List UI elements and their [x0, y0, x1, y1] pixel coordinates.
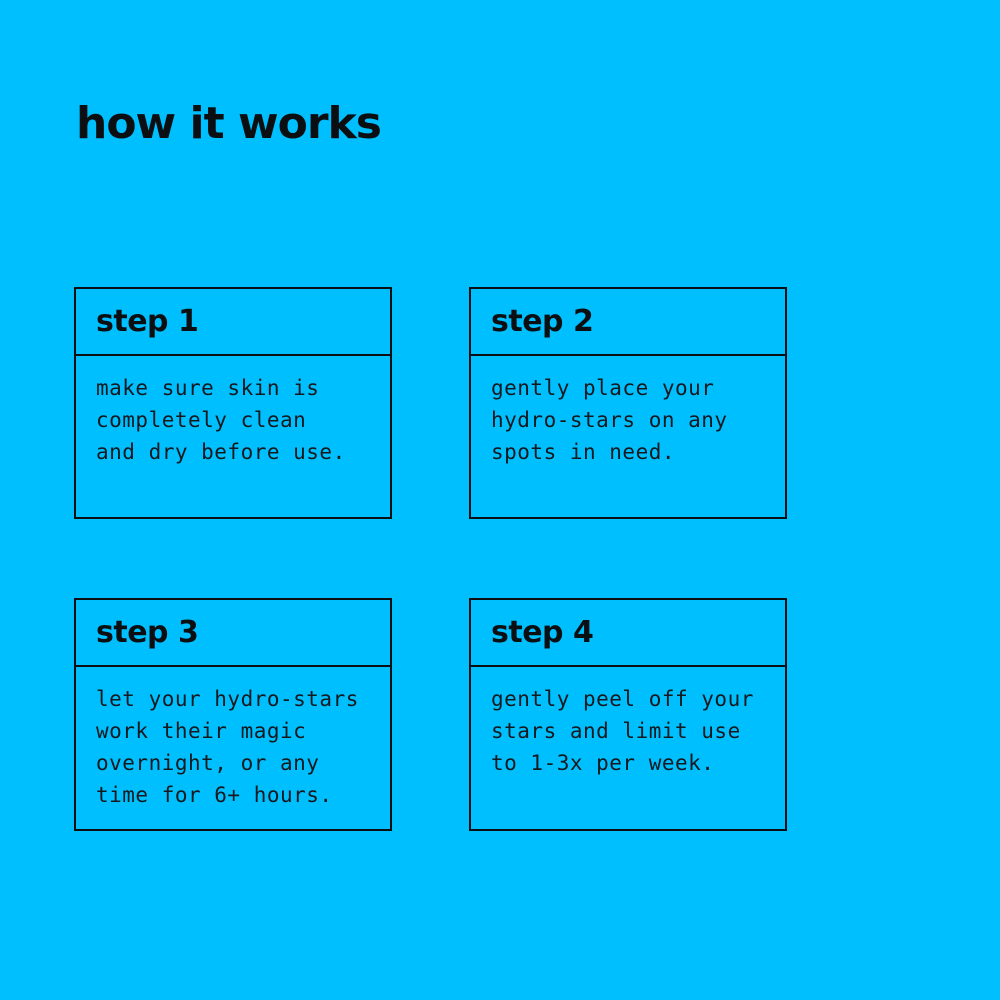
step-card-1: step 1 make sure skin is completely clea… [74, 287, 392, 519]
step-4-description: gently peel off your stars and limit use… [491, 687, 754, 775]
step-4-header: step 4 [471, 600, 785, 667]
step-card-4: step 4 gently peel off your stars and li… [469, 598, 787, 831]
step-3-label: step 3 [96, 615, 199, 650]
step-1-description: make sure skin is completely clean and d… [96, 376, 346, 464]
step-card-3: step 3 let your hydro-stars work their m… [74, 598, 392, 831]
step-3-header: step 3 [76, 600, 390, 667]
step-2-description: gently place your hydro-stars on any spo… [491, 376, 728, 464]
step-1-header: step 1 [76, 289, 390, 356]
step-2-label: step 2 [491, 304, 594, 339]
step-4-label: step 4 [491, 615, 594, 650]
page-title: how it works [76, 98, 382, 149]
step-2-header: step 2 [471, 289, 785, 356]
step-card-2: step 2 gently place your hydro-stars on … [469, 287, 787, 519]
step-1-label: step 1 [96, 304, 199, 339]
step-3-description: let your hydro-stars work their magic ov… [96, 687, 359, 807]
